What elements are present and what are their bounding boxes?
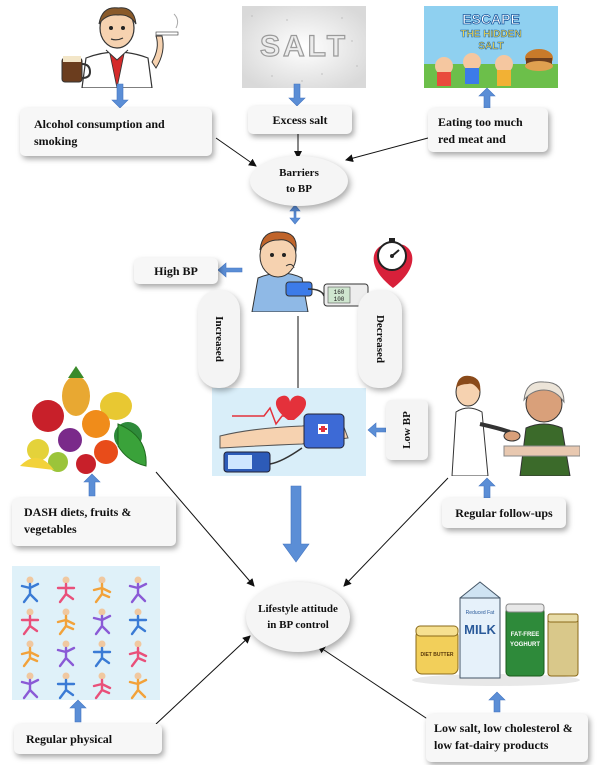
svg-text:THE HIDDEN: THE HIDDEN — [460, 29, 521, 40]
svg-text:FAT-FREE: FAT-FREE — [511, 632, 540, 638]
exercise-figure-head — [26, 576, 34, 584]
alcohol-down-blue-arrow — [111, 83, 129, 109]
salt-down-blue-arrow — [288, 83, 306, 107]
exercise-figure-head — [98, 672, 106, 680]
low-bp-box: Low BP — [386, 400, 428, 460]
dash-up-blue-arrow — [83, 473, 101, 497]
svg-text:ESCAPE: ESCAPE — [462, 11, 520, 27]
exercise-figure-head — [62, 608, 70, 616]
svg-text:Reduced Fat: Reduced Fat — [466, 610, 495, 616]
exercise-figure-body — [92, 614, 112, 636]
lifestyle-attitude-node: Lifestyle attitude in BP control — [246, 582, 350, 652]
physical-up-blue-arrow — [69, 699, 87, 723]
exercise-figure-body — [20, 614, 40, 636]
redmeat-up-blue-arrow — [478, 87, 496, 111]
doctor-patient-illustration — [448, 372, 580, 476]
regular-followups-box: Regular follow-ups — [442, 498, 566, 528]
physical-exercise-illustration — [12, 566, 160, 700]
cuff-down-blue-arrow — [282, 485, 310, 563]
fruits-vegetables-illustration — [18, 366, 158, 478]
exercise-figure-head — [98, 608, 106, 616]
svg-text:YOGHURT: YOGHURT — [510, 642, 540, 648]
followups-to-lifestyle-arrow — [343, 477, 449, 587]
exercise-figure-body — [56, 646, 76, 668]
exercise-figure-body — [20, 582, 40, 604]
exercise-figure-head — [62, 640, 70, 648]
followups-up-blue-arrow — [478, 477, 496, 499]
blood-pressure-check-illustration: 160 100 — [242, 226, 372, 312]
exercise-figure-head — [134, 672, 142, 680]
barriers-to-bp-node: Barriers to BP — [250, 156, 348, 206]
exercise-figure-head — [62, 576, 70, 584]
exercise-figure-body — [20, 678, 40, 700]
exercise-figure-head — [26, 608, 34, 616]
alcohol-to-barriers-arrow — [215, 137, 257, 167]
svg-text:160: 160 — [334, 289, 345, 296]
fruits-to-lifestyle-arrow — [155, 471, 255, 587]
exercise-figure-head — [134, 640, 142, 648]
salt-word: SALT — [260, 30, 348, 63]
low-fat-dairy-box: Low salt, low cholesterol & low fat-dair… — [426, 714, 588, 762]
exercise-figure-head — [26, 640, 34, 648]
exercise-figure-body — [56, 582, 76, 604]
to-lowbp-blue-arrow — [367, 422, 387, 438]
dash-diets-box: DASH diets, fruits & vegetables — [12, 498, 176, 546]
regular-physical-box: Regular physical — [14, 724, 162, 754]
exercise-figure-body — [92, 678, 112, 700]
excess-salt-box: Excess salt — [248, 106, 352, 134]
dairy-up-blue-arrow — [488, 691, 506, 713]
svg-text:SALT: SALT — [478, 41, 503, 52]
exercise-figure-body — [92, 646, 112, 668]
svg-text:100: 100 — [334, 296, 345, 303]
physical-to-lifestyle-arrow — [155, 635, 251, 725]
exercise-figure-head — [98, 576, 106, 584]
exercise-figure-body — [128, 582, 148, 604]
svg-text:DIET BUTTER: DIET BUTTER — [420, 652, 453, 658]
decreased-label: Decreased — [358, 290, 402, 388]
escape-hidden-salt-illustration: ESCAPE THE HIDDEN SALT — [424, 6, 558, 88]
exercise-figure-body — [128, 646, 148, 668]
alcohol-smoking-box: Alcohol consumption and smoking — [20, 108, 212, 156]
increased-label: Increased — [198, 290, 240, 388]
redmeat-to-barriers-arrow — [345, 137, 429, 163]
exercise-figure-body — [20, 646, 40, 668]
svg-text:MILK: MILK — [464, 622, 496, 637]
exercise-figure-head — [134, 608, 142, 616]
smoking-drinking-man-illustration — [52, 6, 182, 88]
exercise-figure-head — [98, 640, 106, 648]
to-highbp-blue-arrow — [217, 262, 243, 278]
low-fat-dairy-illustration: DIET BUTTER Reduced Fat MILK FAT-FREE YO… — [410, 568, 582, 686]
red-meat-box: Eating too much red meat and — [428, 108, 548, 152]
bp-cuff-heart-illustration — [212, 388, 366, 476]
heart-gauge-icon — [368, 232, 418, 290]
exercise-figure-head — [134, 576, 142, 584]
exercise-figure-body — [92, 582, 112, 604]
high-bp-box: High BP — [134, 258, 218, 284]
exercise-figure-body — [56, 678, 76, 700]
exercise-figure-body — [128, 614, 148, 636]
dairy-to-lifestyle-arrow — [317, 645, 433, 723]
exercise-figure-head — [26, 672, 34, 680]
exercise-figure-body — [128, 678, 148, 700]
barriers-double-blue-arrow — [289, 204, 301, 225]
exercise-figure-head — [62, 672, 70, 680]
exercise-figure-body — [56, 614, 76, 636]
salt-illustration: SALT — [242, 6, 366, 88]
